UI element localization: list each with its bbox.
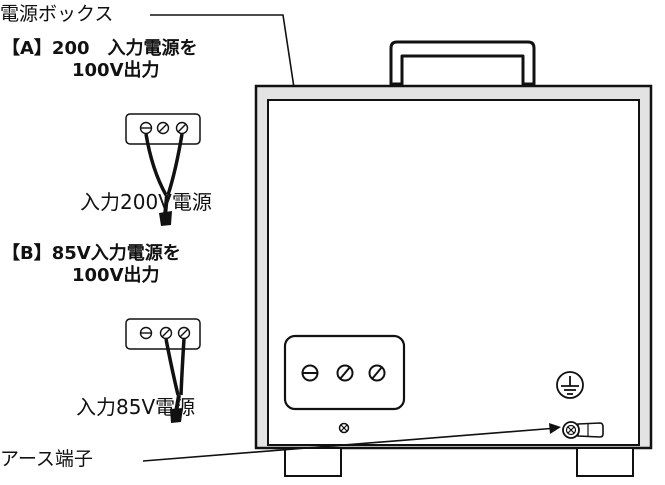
terminal-strip-b (125, 318, 201, 350)
case-foot-right (576, 447, 634, 477)
transformer-case (254, 40, 653, 477)
power-cable-a (144, 133, 184, 226)
power-box-screw-1 (301, 364, 319, 382)
section-b-heading-line1: 【B】85V入力電源を (2, 242, 181, 264)
power-box-screw-2 (336, 364, 354, 382)
terminal-screw-a3 (175, 121, 189, 135)
terminal-screw-a2 (156, 121, 170, 135)
terminal-screw-b2 (159, 326, 173, 340)
section-a-heading-line1: 【A】200 入力電源を (2, 37, 198, 59)
power-box-screw-3 (368, 364, 386, 382)
power-box-label: 電源ボックス (0, 3, 113, 25)
case-foot-left (284, 447, 342, 477)
terminal-screw-b1 (139, 326, 153, 340)
power-box (283, 334, 406, 411)
terminal-strip-a (125, 113, 201, 145)
power-cable-b (164, 338, 186, 423)
ground-symbol-icon (556, 371, 584, 399)
section-a-heading-line2: 100V出力 (72, 59, 160, 81)
panel-screw-icon (338, 422, 350, 434)
carry-handle (389, 40, 536, 86)
terminal-screw-a1 (139, 121, 153, 135)
ground-leader-line (142, 427, 558, 462)
ground-terminal-label: アース端子 (0, 448, 93, 470)
section-b-heading-line2: 100V出力 (72, 264, 160, 286)
ground-leader-arrow (549, 423, 561, 434)
ground-terminal-icon (562, 421, 604, 439)
terminal-screw-b3 (177, 326, 191, 340)
input-b-label: 入力85V電源 (76, 395, 195, 419)
input-a-label: 入力200V電源 (80, 190, 212, 214)
